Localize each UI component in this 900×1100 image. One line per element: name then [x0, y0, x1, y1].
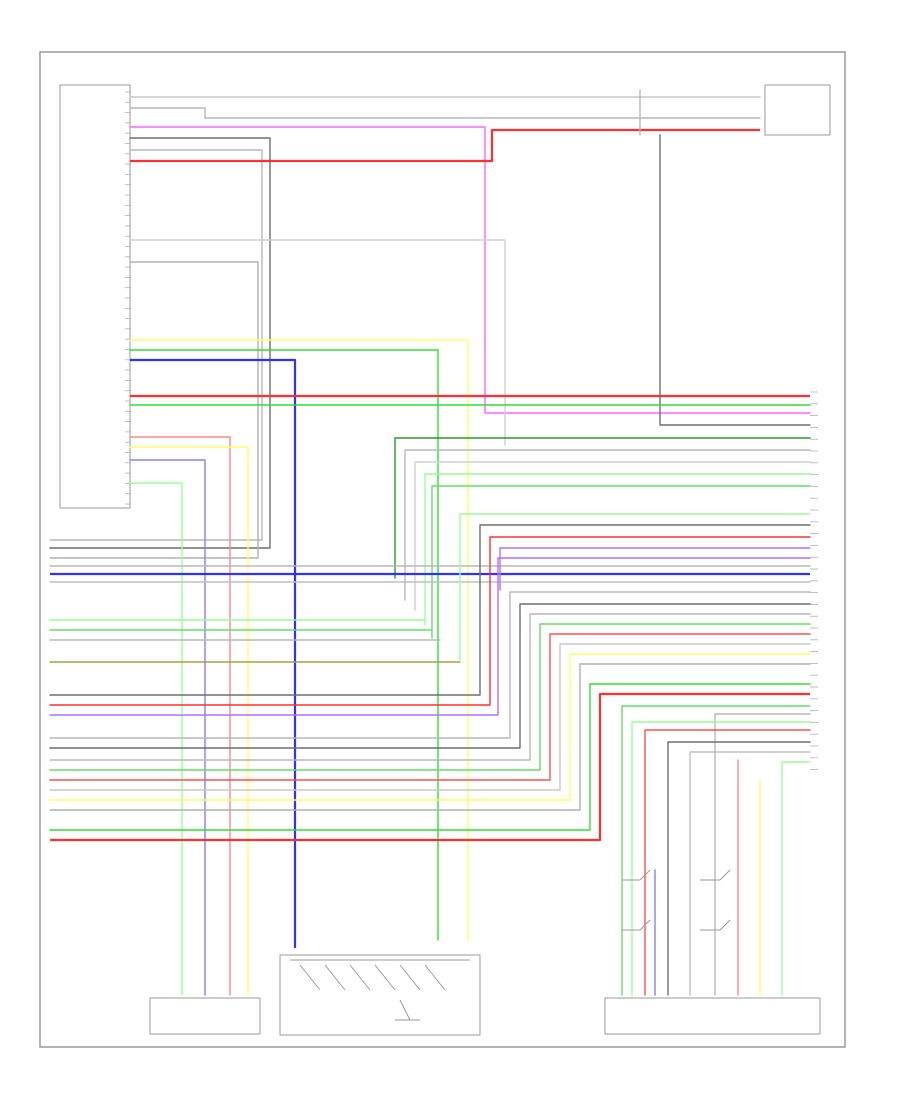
wire-green-486	[431, 485, 811, 639]
wire-top-red	[130, 128, 760, 163]
radio-unit-pins	[125, 91, 131, 505]
cd-internal-switches	[622, 869, 731, 931]
wire-cd-red-730	[644, 729, 811, 996]
wire-cascade-green-684	[49, 683, 811, 831]
wire-bus-violet-548	[499, 547, 811, 591]
wire-ltgreen-514	[459, 513, 811, 661]
wire-gray-462	[414, 461, 811, 611]
wire-cascade-gray-614	[49, 613, 811, 761]
wire-bus-red-537	[49, 536, 811, 706]
wire-cascade-red-634	[49, 633, 811, 781]
wire-steer-lt-red	[129, 436, 231, 996]
wire-cascade-gray-664	[49, 663, 811, 811]
wire-steer-blue	[129, 459, 206, 996]
combination-switch-contacts	[290, 959, 470, 1021]
wire-cd-gray-752	[689, 751, 811, 996]
wire-mid-gray-a	[129, 239, 506, 446]
wire-cascade-red-694	[50, 692, 810, 842]
wire-cd-gray-714	[714, 713, 811, 996]
wire-ltgreen-474	[424, 473, 811, 626]
wire-cascade-gray-592	[49, 591, 811, 739]
diagram-frame	[39, 51, 846, 1048]
wire-cd-green-722	[631, 721, 811, 996]
wire-cd-gray-742	[667, 741, 811, 996]
wire-cascade-dkgray-604	[49, 603, 811, 749]
wire-receiver-dark	[659, 134, 811, 426]
wire-cd-green-706	[621, 705, 811, 996]
wire-top-pink	[129, 126, 811, 414]
wire-cascade-yellow-654	[49, 653, 811, 801]
wire-yellow-long	[129, 339, 469, 941]
wire-top-gray-2	[129, 107, 761, 119]
wire-steer-yellow	[129, 446, 249, 996]
wire-blue-long	[130, 358, 297, 948]
combination-switch-box	[279, 954, 481, 1036]
wire-bus-dkgray-525	[49, 524, 811, 696]
wire-dkgreen-440	[394, 437, 811, 579]
steering-switch-box	[149, 997, 261, 1035]
wire-top-gray-3	[49, 149, 263, 541]
wire-gray-450	[404, 449, 811, 601]
receiver-amp-box	[764, 84, 831, 136]
cd-changer-box	[604, 997, 821, 1035]
wire-cascade-green-624	[49, 623, 811, 771]
wire-bus-violet-558	[49, 557, 811, 716]
wire-top-dark-gray	[49, 137, 271, 549]
wire-cascade-gray-644	[49, 643, 811, 791]
wire-green-long	[129, 349, 439, 941]
wire-cd-green-762	[781, 761, 811, 996]
wire-steer-green	[129, 482, 183, 996]
wire-mid-gray-b	[49, 261, 259, 559]
radio-unit-box	[59, 84, 131, 509]
right-connector-pins	[810, 391, 818, 770]
